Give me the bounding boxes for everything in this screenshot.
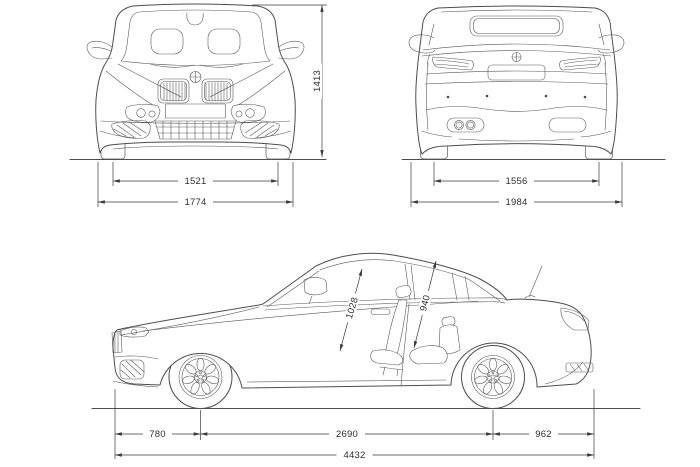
dim-label-front-width: 1774 (185, 197, 207, 208)
dim-label-rear-width: 1984 (506, 197, 528, 208)
bmw-roundel (511, 52, 522, 62)
rear-window (469, 15, 564, 37)
license-plate (165, 103, 226, 119)
front-view-dimensions: 1521 1774 1413 (97, 4, 327, 208)
dim-label-overall-length: 4432 (344, 450, 366, 461)
headrest (395, 285, 412, 298)
front-seat (370, 285, 412, 377)
dim-label-wheelbase: 2690 (336, 429, 358, 440)
extension-lines (114, 389, 595, 459)
roof-inner-line (319, 259, 469, 280)
antenna (524, 265, 543, 299)
bmw-roundel (189, 71, 202, 83)
door-seam (400, 303, 410, 387)
rear-window-frame (451, 272, 470, 301)
bumper-seam (100, 120, 291, 124)
rear-seat (409, 316, 461, 365)
beltline (262, 297, 508, 307)
lower-intake-mesh (154, 120, 237, 140)
front-lip (112, 380, 159, 388)
headlight (119, 326, 150, 338)
front-end-details (111, 326, 159, 388)
license-recess (487, 64, 546, 81)
dim-label-headroom-rear: 940 (418, 294, 433, 313)
dim-label-front-track: 1521 (185, 176, 207, 187)
hood-shutline (120, 306, 260, 336)
dim-label-rear-overhang: 962 (535, 429, 551, 440)
rear-wheel (461, 345, 525, 409)
door-handle (370, 308, 391, 315)
dim-label-front-overhang: 780 (149, 429, 165, 440)
rocker-line (246, 379, 447, 383)
fog-intake (119, 359, 145, 380)
front-view (69, 3, 327, 160)
trunk-lines (424, 70, 609, 85)
rear-end-details (524, 265, 594, 385)
rear-bumper-crease (544, 361, 584, 385)
soft-top (421, 9, 612, 57)
greenhouse (262, 259, 508, 311)
dim-label-height: 1413 (312, 70, 323, 92)
taillight (560, 307, 590, 331)
interior-mirror (186, 12, 204, 26)
rear-reflector (565, 362, 594, 373)
exhaust-pipes (454, 120, 476, 130)
a-pillar (266, 270, 320, 308)
dim-label-rear-track: 1556 (506, 176, 528, 187)
windshield (120, 9, 271, 66)
bumper-bottom (458, 138, 575, 142)
parking-sensors (446, 94, 587, 99)
bumper-contour (425, 106, 608, 112)
side-view (91, 252, 641, 409)
rear-view-dimensions: 1556 1984 (410, 162, 623, 208)
wipers (149, 63, 244, 68)
rear-view (401, 5, 666, 160)
air-dam-lip (112, 145, 279, 150)
kidney-grille-profile (111, 330, 123, 354)
side-view-dimensions: 1028 940 780 2690 962 4432 (114, 260, 595, 461)
extension-lines (410, 162, 623, 207)
extension-lines (97, 162, 294, 207)
side-mirror (303, 277, 328, 305)
